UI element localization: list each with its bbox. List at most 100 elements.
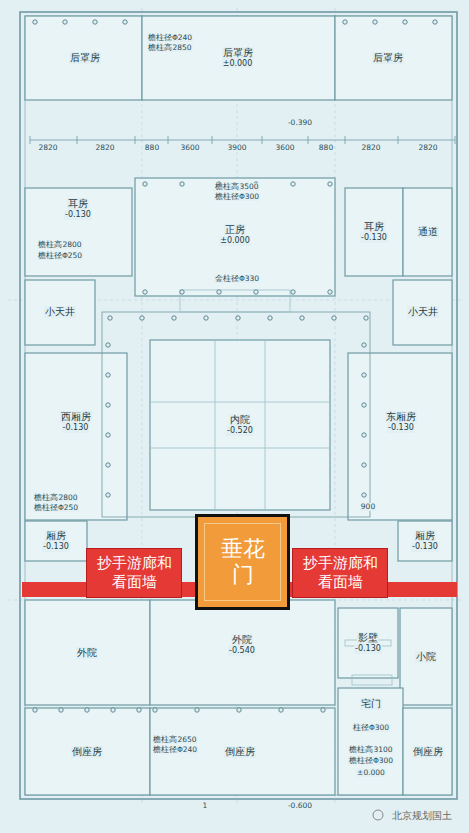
room-name: 倒座房 [71, 746, 103, 758]
column [140, 316, 144, 320]
room-area: 影壁-0.130 [340, 612, 396, 674]
dimension-note: 柱径Φ300 [352, 724, 390, 732]
dimension-note: 檐柱径Φ300 [214, 193, 260, 201]
column [279, 708, 283, 712]
column [328, 182, 332, 186]
column [217, 290, 221, 294]
column [123, 20, 127, 24]
dimension-note: 檐柱高2800 [37, 241, 82, 249]
room-area: 厢房-0.130 [400, 523, 450, 559]
column [106, 433, 110, 437]
dimension-note: 檐柱径Φ300 [348, 757, 394, 765]
column [332, 316, 336, 320]
room-area: 小院 [402, 612, 450, 702]
column [433, 20, 437, 24]
dimension-note: 2820 [360, 144, 381, 152]
room-area: 东厢房-0.130 [352, 357, 450, 487]
room-area: 西厢房-0.130 [28, 357, 123, 487]
elevation-text: ±0.000 [222, 59, 254, 69]
column [143, 182, 147, 186]
column [106, 373, 110, 377]
room-name: 外院 [76, 647, 98, 659]
elevation-text: ±0.000 [219, 236, 251, 246]
corridor-band: 抄手游廊和看面墙 [292, 548, 388, 598]
dimension-note: 2820 [417, 144, 438, 152]
elevation-text: -0.130 [360, 233, 388, 243]
room-area: 小天井 [28, 282, 92, 342]
column [321, 708, 325, 712]
column [362, 433, 366, 437]
column [106, 343, 110, 347]
gate-box: 垂花门 [195, 514, 290, 610]
room-area: 通道 [405, 192, 451, 272]
room-name: 倒座房 [224, 746, 256, 758]
column [364, 316, 368, 320]
room-name: 后罩房 [69, 52, 101, 64]
column [33, 20, 37, 24]
room-name: 东厢房 [385, 411, 417, 423]
dimension-note: 3600 [179, 144, 200, 152]
column [362, 403, 366, 407]
room-area: 后罩房±0.000 [145, 20, 330, 95]
room-area: 内院-0.520 [152, 345, 328, 505]
column [328, 290, 332, 294]
dimension-note: 檐柱径Φ240 [147, 34, 193, 42]
room-name: 厢房 [414, 530, 436, 542]
column [403, 20, 407, 24]
room-area: 厢房-0.130 [27, 523, 85, 559]
column [237, 708, 241, 712]
room-name: 后罩房 [222, 47, 254, 59]
dimension-note: 2820 [37, 144, 58, 152]
room-area: 小天井 [396, 282, 450, 342]
dimension-note: -0.390 [287, 119, 313, 127]
room-name: 影壁 [357, 632, 379, 644]
column [106, 493, 110, 497]
dimension-note: 2820 [94, 144, 115, 152]
room-name: 正房 [224, 224, 246, 236]
room-name: 耳房 [67, 198, 89, 210]
room-area: 正房±0.000 [140, 205, 330, 265]
dimension-note: 檐柱高2800 [33, 494, 78, 502]
dimension-note: 900 [360, 503, 376, 511]
room-area: 外院-0.540 [152, 605, 332, 685]
room-area: 耳房-0.130 [348, 192, 400, 272]
column [254, 290, 258, 294]
elevation-text: -0.130 [62, 423, 90, 433]
room-name: 小天井 [44, 306, 76, 318]
room-name: 后罩房 [372, 52, 404, 64]
column [343, 20, 347, 24]
room-area: 外院 [28, 605, 146, 700]
column [373, 20, 377, 24]
column [153, 708, 157, 712]
column [362, 493, 366, 497]
room-name: 宅门 [360, 698, 382, 710]
room-name: 厢房 [45, 530, 67, 542]
room-name: 倒座房 [412, 746, 444, 758]
room-name: 抄手游廊和看面墙 [299, 554, 381, 593]
dimension-note: 880 [144, 144, 160, 152]
room-name: 小天井 [407, 306, 439, 318]
room-area: 后罩房 [335, 20, 440, 95]
column [362, 463, 366, 467]
dimension-note: 檐柱径Φ240 [152, 746, 198, 754]
column [111, 708, 115, 712]
dimension-note: 檐柱高3500 [214, 183, 259, 191]
column [291, 290, 295, 294]
dimension-note: 3900 [226, 144, 247, 152]
column [85, 708, 89, 712]
column [172, 316, 176, 320]
dimension-note: 1 [202, 802, 209, 810]
room-name: 外院 [231, 634, 253, 646]
dimension-note: 檐柱径Φ250 [33, 504, 79, 512]
dimension-note: 檐柱高2850 [147, 44, 192, 52]
column [180, 182, 184, 186]
dimension-note: 880 [318, 144, 334, 152]
room-name: 内院 [229, 414, 251, 426]
column [106, 463, 110, 467]
column [106, 403, 110, 407]
column [195, 708, 199, 712]
room-area: 倒座房 [405, 712, 451, 792]
room-name: 通道 [417, 226, 439, 238]
column [33, 708, 37, 712]
column [362, 343, 366, 347]
